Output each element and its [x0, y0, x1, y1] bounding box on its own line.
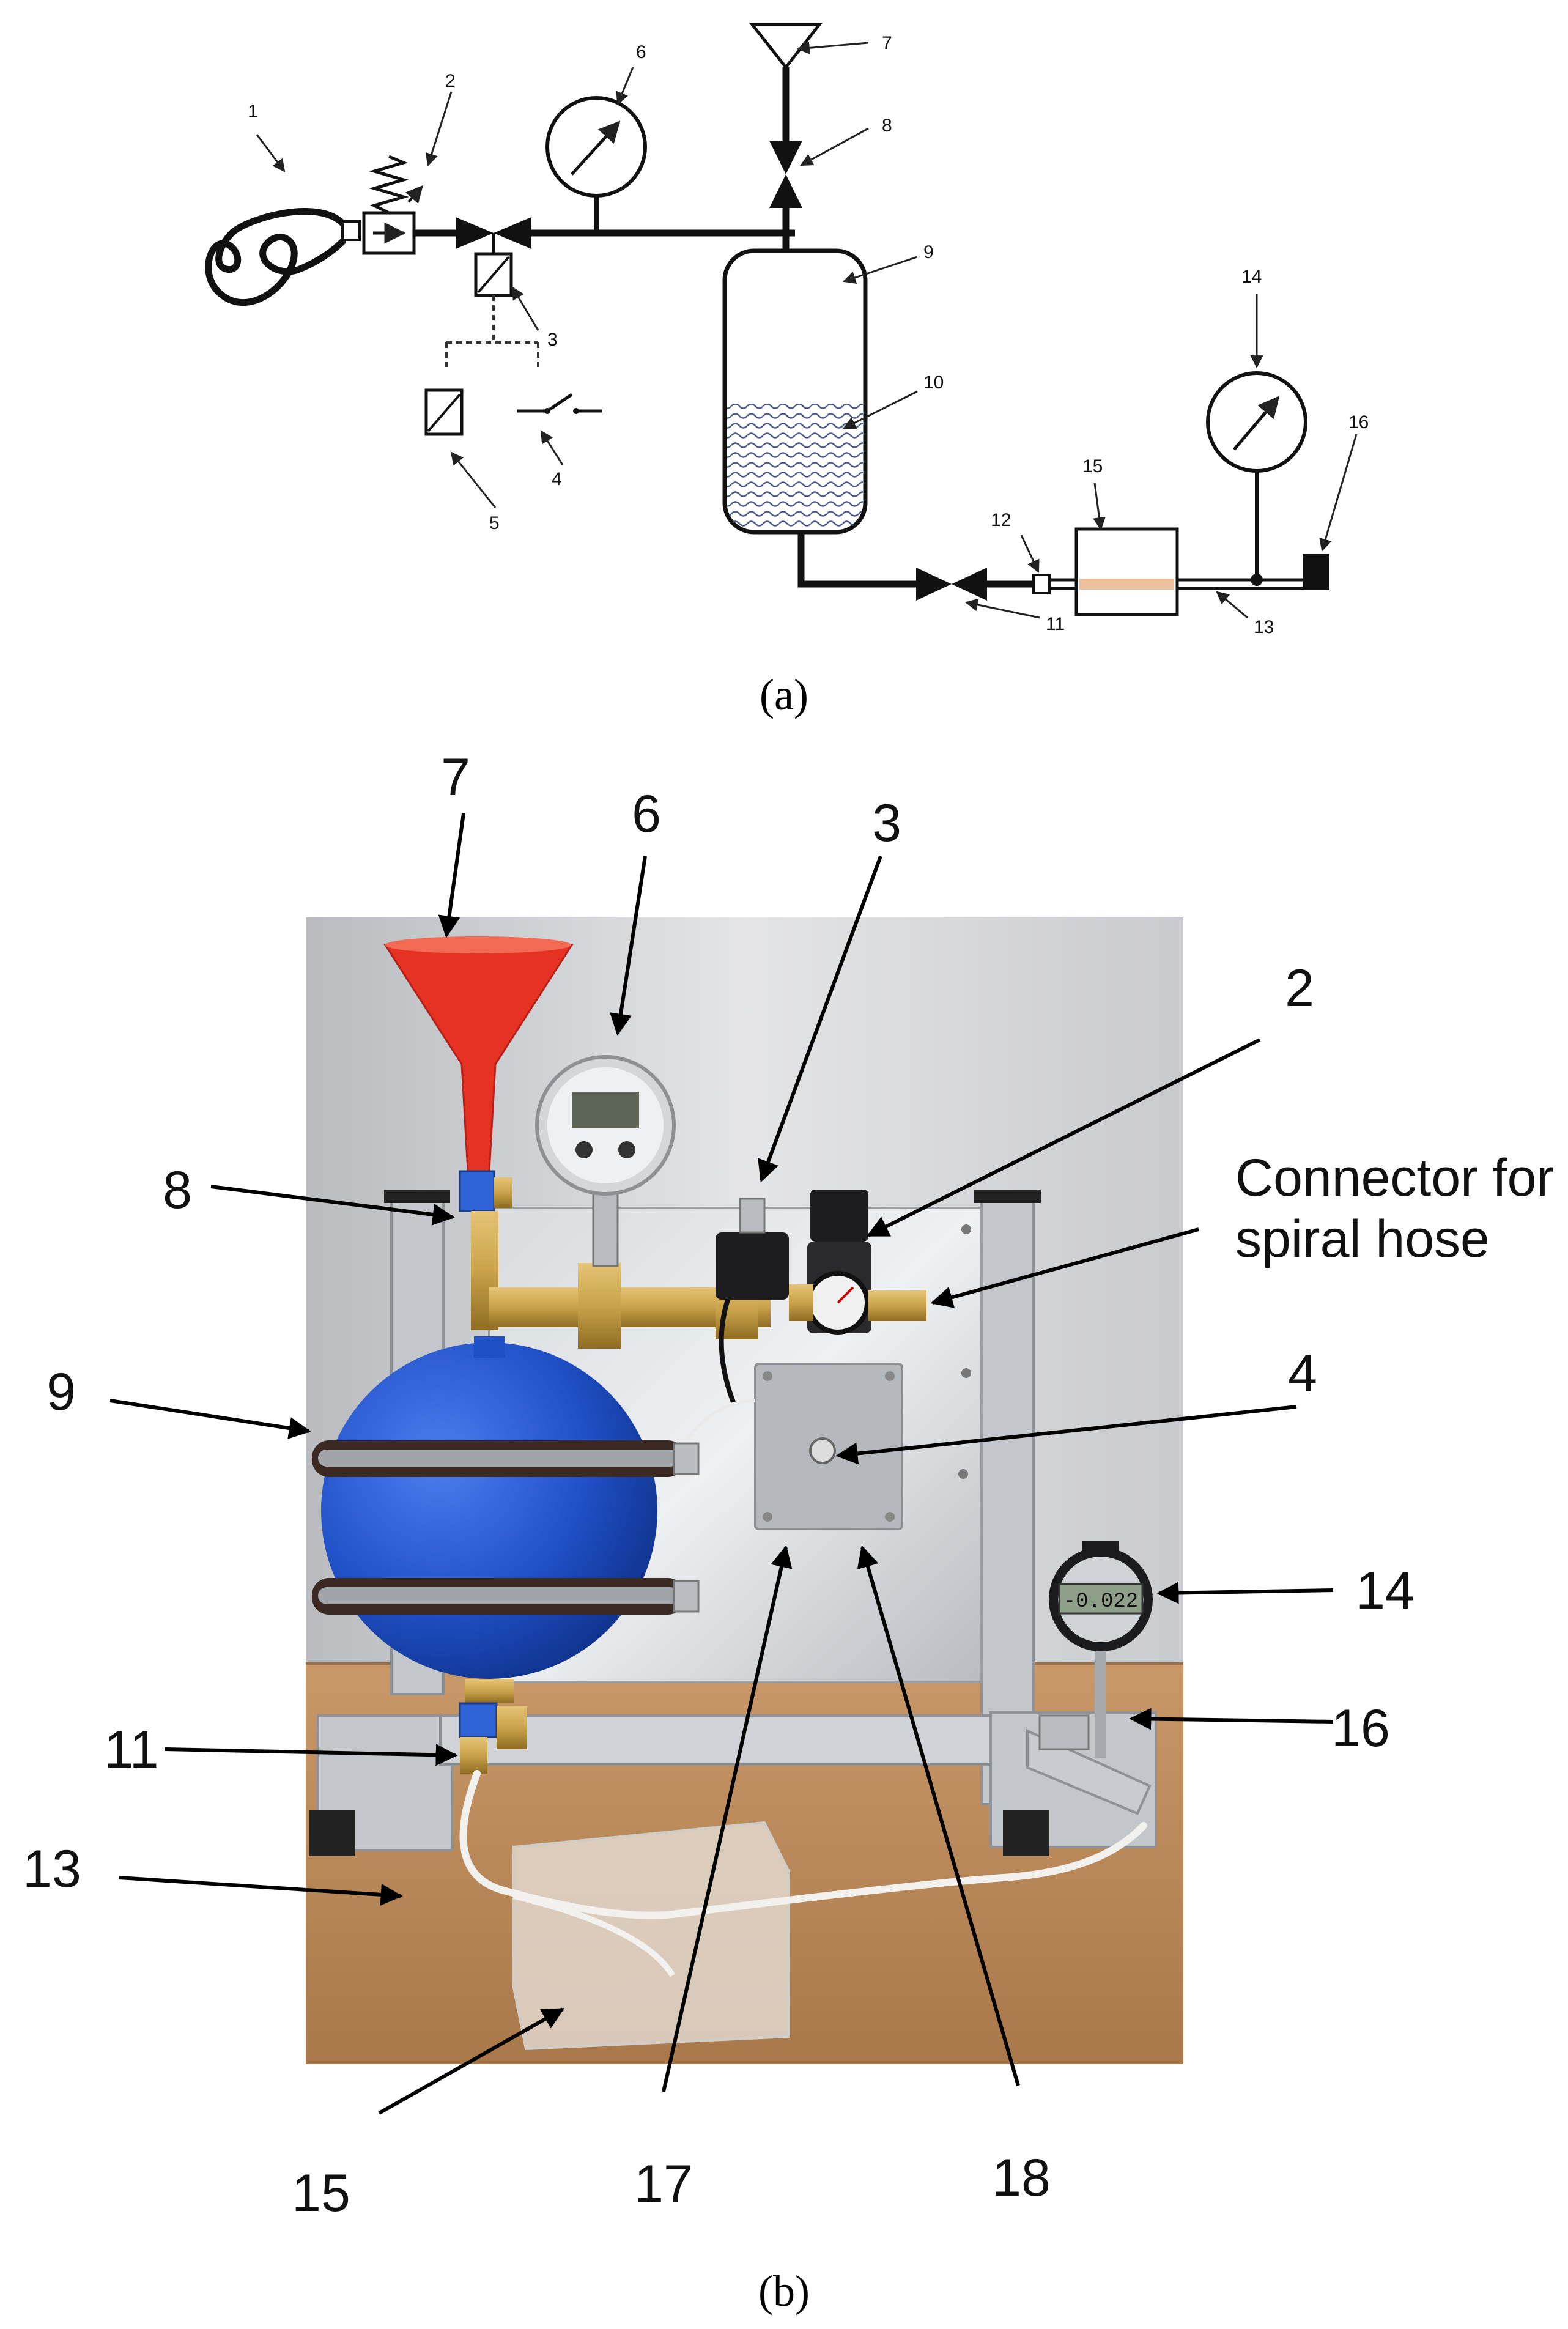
outlet-valve-symbol: [916, 568, 987, 601]
label-b-2: 2: [1285, 959, 1314, 1018]
label-a-7: 7: [882, 33, 892, 53]
schematic-panel-a: 1 2 3 4 5 6 7 8 9 10 11 12 13 14 15 16 (…: [205, 23, 1369, 719]
label-b-4: 4: [1288, 1344, 1317, 1403]
solenoid-valve: [716, 1232, 789, 1300]
label-b-15: 15: [292, 2164, 350, 2223]
filling-ball-valve: [459, 1170, 495, 1212]
label-a-5: 5: [489, 513, 500, 533]
label-b-7: 7: [441, 748, 470, 807]
filling-valve-symbol: [769, 141, 802, 208]
label-b-11: 11: [104, 1720, 158, 1779]
photo-panel-b: -0.022 7 6 3: [23, 748, 1554, 2316]
transparent-sample-box: [512, 1821, 790, 2051]
outlet-ball-valve: [459, 1702, 498, 1738]
label-b-14: 14: [1356, 1561, 1415, 1620]
label-a-8: 8: [882, 116, 892, 136]
label-a-12: 12: [991, 510, 1011, 530]
label-a-16: 16: [1348, 412, 1369, 432]
switch-symbol: [517, 393, 602, 414]
label-a-15: 15: [1082, 456, 1103, 476]
label-a-14: 14: [1241, 267, 1262, 287]
label-b-13: 13: [23, 1840, 81, 1898]
label-a-3: 3: [547, 330, 558, 350]
transparent-hose: [459, 1770, 1147, 1919]
label-b-16: 16: [1331, 1699, 1390, 1758]
hose-connector-symbol: [341, 220, 361, 241]
label-a-6: 6: [636, 42, 646, 62]
label-b-8: 8: [163, 1161, 192, 1220]
connector-label-line1: Connector for: [1235, 1149, 1554, 1207]
label-a-13: 13: [1254, 617, 1274, 637]
label-b-17: 17: [634, 2155, 693, 2213]
spiral-hose-symbol: [205, 208, 346, 306]
photo-leaders: [109, 813, 1334, 2115]
end-clamp: [1026, 1728, 1152, 1815]
schematic-leaders: [256, 41, 1358, 619]
label-b-9: 9: [46, 1363, 76, 1421]
label-a-9: 9: [923, 242, 934, 262]
pressure-vessel: [321, 1342, 657, 1679]
end-plug-symbol: [1303, 554, 1329, 590]
label-a-10: 10: [923, 372, 944, 393]
dial-gauge-reading: -0.022: [1063, 1590, 1138, 1613]
outlet-pipe: [797, 532, 916, 588]
regulator-spring: [369, 155, 409, 215]
label-a-11: 11: [1046, 614, 1065, 634]
connector-symbol-12: [1032, 574, 1051, 594]
pressure-regulator: [810, 1190, 868, 1242]
liquid-symbol: [727, 404, 863, 530]
push-button-switch: [809, 1437, 836, 1464]
connector-label-line2: spiral hose: [1235, 1210, 1490, 1268]
sample-box-symbol: [1074, 527, 1179, 616]
spiral-hose-connector: [868, 1290, 926, 1321]
funnel-symbol: [749, 23, 823, 70]
caption-b: (b): [758, 2267, 810, 2316]
label-b-6: 6: [632, 785, 661, 843]
label-b-3: 3: [872, 794, 901, 853]
label-b-18: 18: [992, 2149, 1051, 2207]
control-wire: [445, 295, 539, 367]
caption-a: (a): [760, 670, 808, 719]
label-a-4: 4: [552, 469, 562, 489]
label-a-2: 2: [445, 71, 456, 91]
frame-right-upright: [980, 1191, 1035, 1805]
label-a-1: 1: [248, 102, 258, 122]
